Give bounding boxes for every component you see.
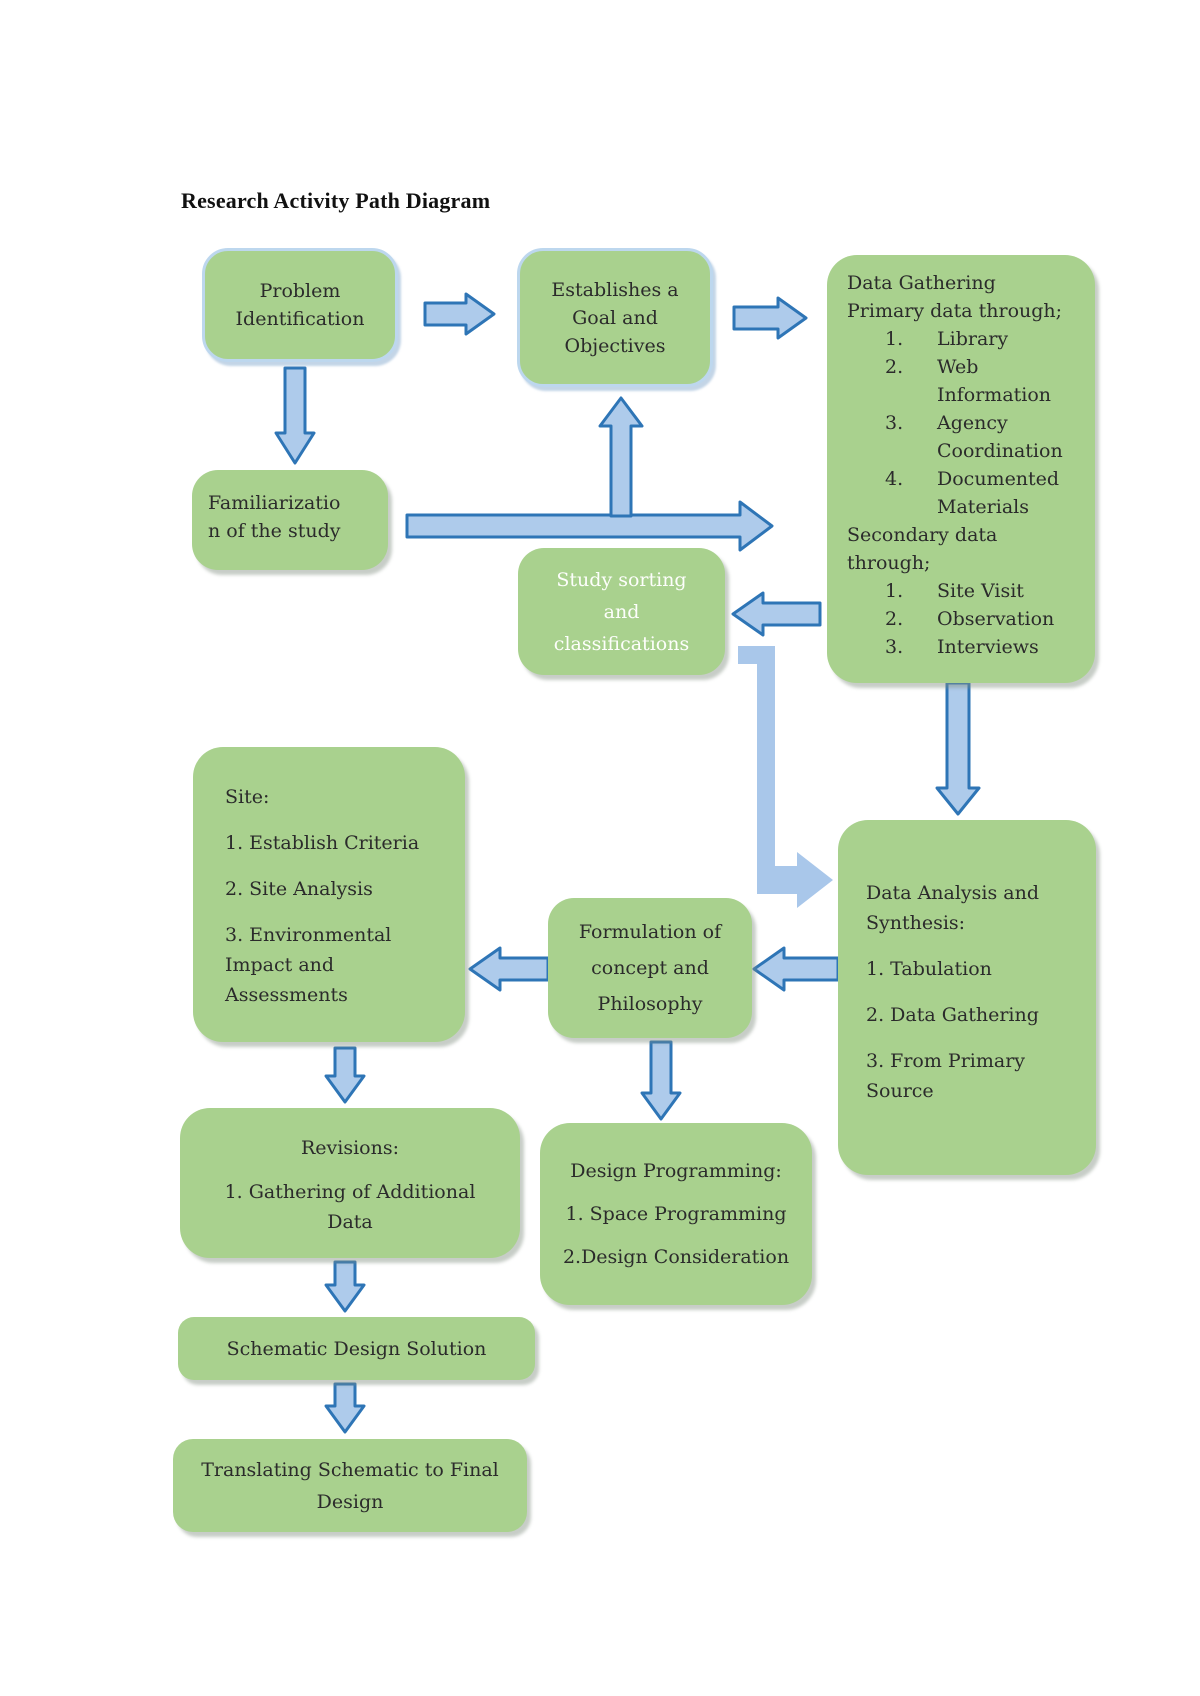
box-line: Data [327, 1211, 373, 1233]
box-line: Goal and [572, 306, 658, 329]
arrow-data-gathering-to-study-sorting [731, 591, 822, 637]
box-line: Design [316, 1490, 384, 1513]
box-formulation-of-concept: Formulation of concept and Philosophy [548, 898, 752, 1038]
arrow-revisions-to-schematic [324, 1260, 366, 1313]
box-line: Secondary data [847, 524, 998, 546]
box-line: 2. Data Gathering [866, 1004, 1039, 1026]
box-line: Philosophy [597, 993, 703, 1015]
box-data-gathering: Data Gathering Primary data through; 1. … [827, 255, 1095, 683]
box-problem-identification: Problem Identification [202, 248, 398, 362]
box-line: Impact and [225, 954, 335, 976]
arrow-problem-to-goal [423, 292, 496, 336]
diagram-title: Research Activity Path Diagram [181, 188, 491, 213]
box-line: 1. Establish Criteria [225, 832, 420, 854]
box-revisions: Revisions: 1. Gathering of Additional Da… [180, 1108, 520, 1258]
box-establishes-goal-objectives: Establishes a Goal and Objectives [517, 248, 713, 387]
box-line: Identification [235, 308, 365, 330]
box-line: Data Gathering [847, 272, 996, 294]
box-line: 1. Space Programming [565, 1203, 787, 1225]
box-line: Schematic Design Solution [226, 1337, 487, 1360]
box-line: Problem [259, 280, 341, 302]
box-line: and [603, 600, 640, 623]
arrow-goal-to-data-gathering [732, 296, 808, 340]
arrow-site-to-revisions [324, 1046, 366, 1104]
arrow-formulation-to-site [468, 946, 550, 992]
box-line: Synthesis: [866, 912, 966, 934]
box-line: 3. From Primary [866, 1050, 1026, 1072]
box-line: 1. Gathering of Additional [224, 1181, 476, 1203]
box-site-criteria: Site: 1. Establish Criteria 2. Site Anal… [193, 747, 465, 1042]
arrow-problem-to-familiarization [274, 366, 316, 465]
box-study-sorting: Study sorting and classifications [518, 548, 725, 675]
box-line: Design Programming: [570, 1160, 782, 1182]
box-line: Assessments [225, 984, 348, 1006]
box-translating-schematic: Translating Schematic to Final Design [173, 1439, 527, 1532]
box-line: Formulation of [578, 921, 722, 943]
box-line: n of the study [208, 520, 341, 542]
box-line: Primary data through; [847, 300, 1063, 322]
box-design-programming: Design Programming: 1. Space Programming… [540, 1123, 812, 1305]
list-item: 3. Interviews [885, 636, 1039, 658]
arrow-data-gathering-to-data-analysis [935, 681, 981, 816]
list-item: 4. Documented [885, 468, 1060, 490]
box-line: Familiarizatio [208, 492, 341, 514]
box-line: 3. Environmental [225, 924, 392, 946]
list-item: 2. Web [885, 356, 979, 378]
arrow-familiarization-right [405, 500, 774, 552]
box-line: concept and [591, 957, 709, 979]
box-familiarization: Familiarizatio n of the study [192, 470, 388, 570]
list-item: 1. Site Visit [885, 580, 1024, 602]
box-line: through; [847, 552, 931, 574]
box-line: Translating Schematic to Final [201, 1458, 499, 1481]
box-line: 2. Site Analysis [225, 878, 373, 900]
box-line: classifications [553, 632, 690, 655]
box-line: Study sorting [556, 568, 687, 591]
box-data-analysis-synthesis: Data Analysis and Synthesis: 1. Tabulati… [838, 820, 1096, 1175]
list-item: 1. Library [885, 328, 1009, 350]
box-schematic-design-solution: Schematic Design Solution [178, 1317, 535, 1380]
arrow-data-analysis-to-formulation [752, 946, 840, 992]
list-item: 2. Observation [885, 608, 1055, 630]
arrow-formulation-to-design-programming [640, 1040, 682, 1121]
elbow-connector-arrow [738, 646, 833, 908]
list-item-continuation: Information [937, 384, 1052, 406]
box-line: 2.Design Consideration [562, 1246, 790, 1268]
box-line: Establishes a [551, 278, 679, 301]
list-item-continuation: Materials [937, 496, 1029, 518]
box-line: 1. Tabulation [866, 958, 992, 980]
list-item: 3. Agency [885, 412, 1008, 434]
list-item-continuation: Coordination [937, 440, 1063, 462]
arrow-schematic-to-translating [324, 1382, 366, 1434]
box-line: Data Analysis and [866, 882, 1040, 904]
box-line: Objectives [564, 334, 666, 357]
arrow-up-to-goal [598, 396, 644, 518]
box-line: Site: [225, 786, 270, 808]
box-line: Source [866, 1080, 934, 1102]
box-line: Revisions: [300, 1137, 399, 1159]
